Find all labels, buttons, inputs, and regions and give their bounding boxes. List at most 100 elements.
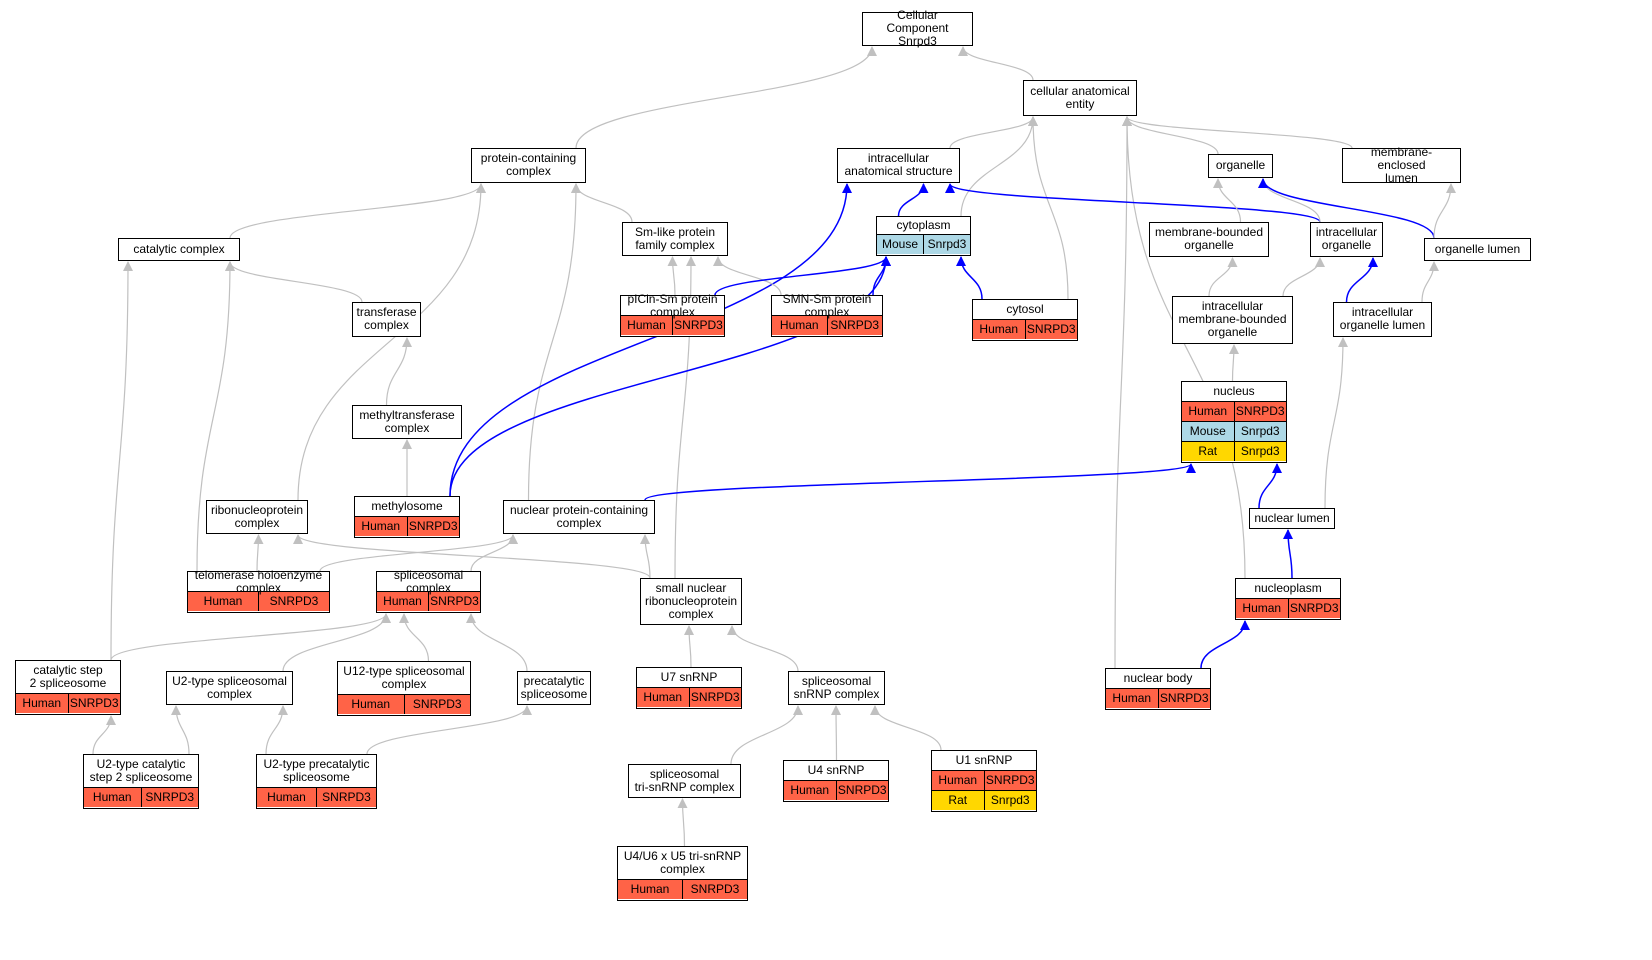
- go-term-label: methylosome: [371, 499, 443, 513]
- species-name: Human: [627, 318, 666, 332]
- gene-symbol: SNRPD3: [983, 771, 1037, 790]
- go-term-label: intracellular anatomical structure: [844, 151, 953, 178]
- go-term-label: pICln-Sm protein complex: [627, 291, 718, 319]
- go-term-label: U1 snRNP: [955, 753, 1013, 767]
- go-term-node[interactable]: intracellular membrane-bounded organelle: [1172, 296, 1293, 344]
- go-term-node[interactable]: precatalytic spliceosome: [517, 671, 591, 705]
- go-term-label: intracellular organelle: [1315, 225, 1378, 252]
- is-a-edge: [960, 116, 1038, 217]
- go-term-node[interactable]: small nuclear ribonucleoprotein complex: [640, 578, 742, 625]
- is-a-edge: [229, 183, 486, 239]
- is-a-edge: [1213, 178, 1242, 223]
- go-term-label: cytoplasm: [896, 218, 951, 232]
- go-term-node[interactable]: methyltransferase complex: [352, 405, 462, 439]
- go-term-node[interactable]: membrane-enclosed lumen: [1342, 144, 1461, 185]
- species-name: Human: [779, 318, 819, 332]
- go-term-label: organelle: [1215, 158, 1266, 172]
- species-name: Human: [1188, 404, 1228, 418]
- go-term-label: protein-containing complex: [480, 151, 577, 178]
- is-a-edge: [1122, 116, 1353, 149]
- species-name: Rat: [948, 793, 968, 807]
- gene-symbol: SNRPD3: [258, 592, 329, 611]
- species-name: Human: [938, 773, 978, 787]
- is-a-edge: [1258, 178, 1321, 223]
- part-of-edge: [714, 256, 891, 296]
- go-term-label: membrane-enclosed lumen: [1370, 144, 1433, 185]
- go-term-node[interactable]: protein-containing complex: [471, 148, 586, 183]
- species-name: Human: [643, 690, 683, 704]
- species-name: Rat: [1198, 444, 1218, 458]
- go-term-node[interactable]: catalytic complex: [118, 238, 240, 261]
- go-term-node[interactable]: membrane-bounded organelle: [1149, 222, 1269, 257]
- go-term-label: small nuclear ribonucleoprotein complex: [644, 580, 738, 621]
- go-term-label: intracellular organelle lumen: [1339, 305, 1426, 332]
- is-a-edge: [297, 183, 486, 501]
- go-term-node[interactable]: nuclear lumen: [1249, 508, 1335, 529]
- go-term-node[interactable]: ribonucleoprotein complex: [206, 500, 308, 534]
- go-term-label: spliceosomal snRNP complex: [793, 673, 880, 701]
- is-a-edge: [949, 116, 1038, 149]
- is-a-edge: [727, 625, 799, 672]
- go-term-label: membrane-bounded organelle: [1154, 225, 1264, 252]
- go-term-node[interactable]: intracellular anatomical structure: [837, 148, 960, 183]
- go-term-label: catalytic complex: [133, 241, 225, 256]
- go-term-label: methyltransferase complex: [359, 407, 455, 435]
- is-a-edge: [196, 261, 235, 572]
- go-term-node[interactable]: spliceosomal snRNP complex: [788, 671, 885, 705]
- is-a-edge: [171, 705, 190, 755]
- go-term-node[interactable]: intracellular organelle: [1310, 222, 1383, 257]
- is-a-edge: [466, 613, 528, 672]
- gene-symbol: Snrpd3: [1233, 422, 1287, 441]
- go-term-node[interactable]: spliceosomal tri-snRNP complex: [628, 764, 741, 798]
- species-name: Mouse: [881, 237, 919, 251]
- go-term-node[interactable]: intracellular organelle lumen: [1333, 302, 1432, 337]
- go-term-node[interactable]: nuclear protein-containing complex: [503, 500, 655, 534]
- part-of-edge: [956, 256, 983, 300]
- part-of-edge: [1283, 529, 1294, 579]
- go-term-label: catalytic step 2 spliceosome: [29, 663, 107, 690]
- is-a-edge: [870, 705, 942, 751]
- go-term-node[interactable]: Sm-like protein family complex: [622, 222, 728, 256]
- species-name: Human: [92, 790, 132, 804]
- species-name: Mouse: [1189, 424, 1226, 438]
- go-term-label: nuclear lumen: [1254, 510, 1330, 525]
- go-term-node[interactable]: organelle: [1208, 154, 1273, 178]
- species-name: Human: [22, 696, 62, 710]
- gene-symbol: SNRPD3: [688, 688, 742, 707]
- gene-symbol: SNRPD3: [826, 316, 883, 335]
- go-term-node[interactable]: U2-type spliceosomal complex: [166, 671, 293, 705]
- go-term-node[interactable]: cellular anatomical entity: [1023, 80, 1137, 116]
- is-a-edge: [319, 534, 518, 572]
- gene-symbol: SNRPD3: [403, 695, 471, 714]
- go-term-label: intracellular membrane-bounded organelle: [1178, 299, 1287, 339]
- go-term-node[interactable]: Cellular Component Snrpd3: [862, 9, 973, 48]
- go-term-label: nucleoplasm: [1254, 581, 1322, 595]
- is-a-edge: [265, 705, 288, 755]
- is-a-edge: [399, 613, 430, 662]
- go-term-node[interactable]: organelle lumen: [1424, 238, 1531, 261]
- go-term-node[interactable]: transferase complex: [352, 302, 421, 337]
